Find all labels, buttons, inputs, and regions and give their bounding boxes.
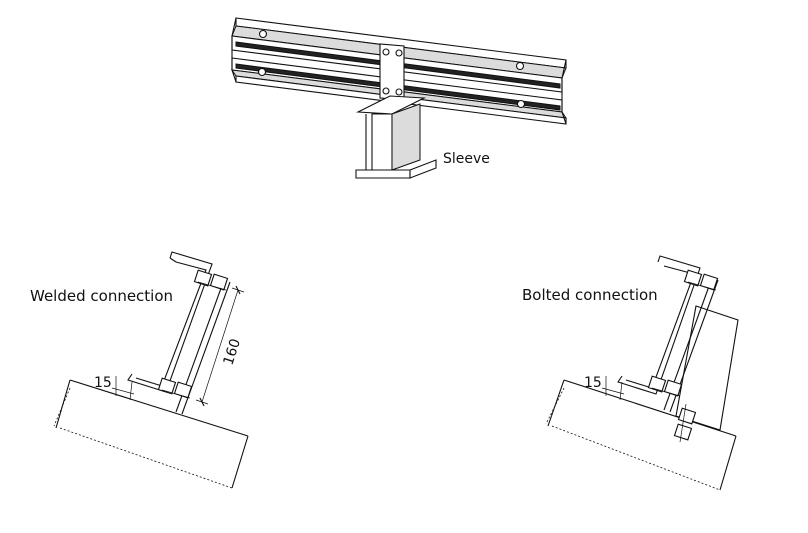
bolted-connection-drawing xyxy=(545,255,739,491)
welded-connection-drawing xyxy=(53,251,249,489)
dimension-160: 160 xyxy=(221,337,244,367)
welded-connection-label: Welded connection xyxy=(30,287,173,305)
sleeve-label: Sleeve xyxy=(443,151,490,167)
bolted-connection-label: Bolted connection xyxy=(522,286,658,304)
purlin-sleeve-3d xyxy=(230,17,568,179)
dimension-15-right: 15 xyxy=(584,375,602,391)
dimension-15-left: 15 xyxy=(94,375,112,391)
